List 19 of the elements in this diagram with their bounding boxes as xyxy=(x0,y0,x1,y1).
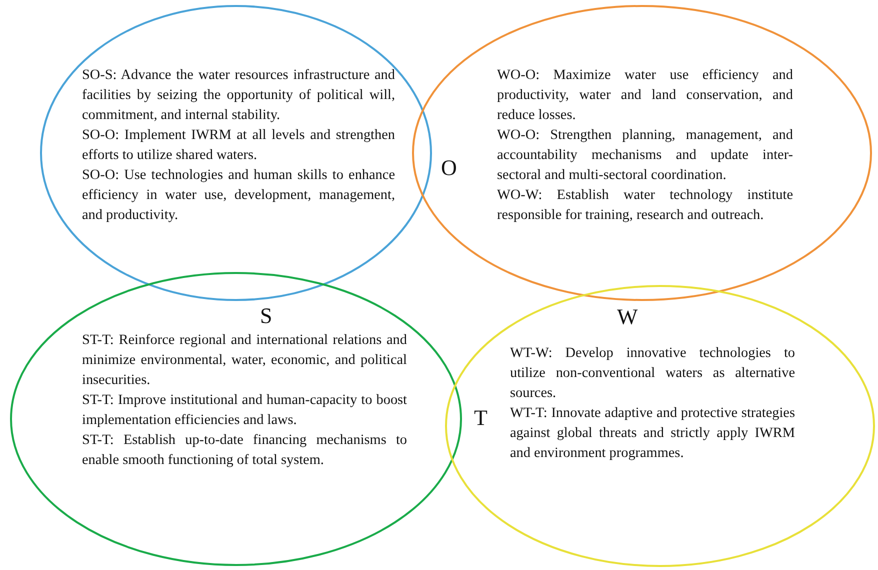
strategy-text: ST-T: Reinforce regional and international relations and minimize environmental, water, economic, and political insecurities. xyxy=(82,331,407,390)
venn-ellipse xyxy=(40,5,432,301)
strategy-text: ST-T: Establish up-to-date financing mechanisms to enable smooth functioning of total system. xyxy=(82,431,407,470)
strategy-text: WT-T: Innovate adaptive and protective strategies against global threats and strictly apply IWRM and environment programmes. xyxy=(510,404,795,463)
quadrant-letter: S xyxy=(260,303,272,329)
strategy-text: SO-S: Advance the water resources infrastructure and facilities by seizing the opportunity of political will, commitment, and internal stability. xyxy=(82,66,395,125)
strategy-text: WO-O: Maximize water use efficiency and productivity, water and land conservation, and reduce losses. xyxy=(497,66,793,125)
venn-ellipse xyxy=(445,285,875,567)
strategy-text: SO-O: Implement IWRM at all levels and strengthen efforts to utilize shared waters. xyxy=(82,126,395,165)
venn-ellipse xyxy=(10,272,462,566)
quadrant-letter: T xyxy=(474,405,488,431)
venn-ellipse xyxy=(412,5,872,301)
strategy-text: WT-W: Develop innovative technologies to utilize non-conventional waters as alternative sources. xyxy=(510,344,795,403)
quadrant-letter: O xyxy=(441,155,457,181)
strategy-text: SO-O: Use technologies and human skills to enhance efficiency in water use, development, management, and productivity. xyxy=(82,166,395,225)
strategy-text: WO-O: Strengthen planning, management, and accountability mechanisms and update inter-sectoral and multi-sectoral coordination. xyxy=(497,126,793,185)
strategy-text: WO-W: Establish water technology institute responsible for training, research and outreach. xyxy=(497,186,793,225)
quadrant-letter: W xyxy=(617,304,638,330)
strategy-text: ST-T: Improve institutional and human-capacity to boost implementation efficiencies and laws. xyxy=(82,391,407,430)
